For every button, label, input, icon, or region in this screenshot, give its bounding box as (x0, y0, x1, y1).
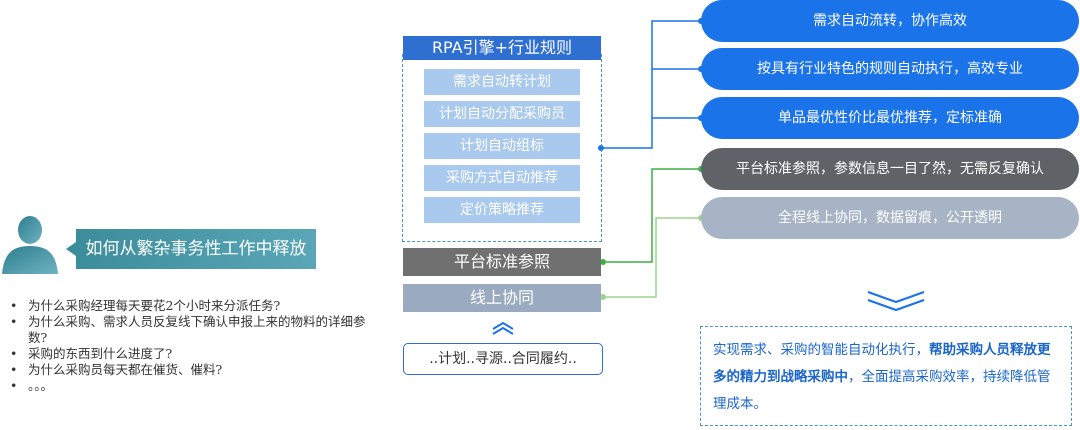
list-item: 。。。 (8, 378, 368, 394)
rpa-item: 采购方式自动推荐 (424, 165, 580, 191)
key-question: 如何从繁杂事务性工作中释放 (66, 229, 316, 269)
rpa-item: 计划自动分配采购员 (424, 101, 580, 127)
rpa-item: 需求自动转计划 (424, 69, 580, 95)
benefit-pill: 全程线上协同，数据留痕，公开透明 (701, 197, 1079, 239)
benefit-pill: 按具有行业特色的规则自动执行，高效专业 (701, 48, 1079, 90)
rpa-item: 定价策略推荐 (424, 197, 580, 223)
summary-text: 实现需求、采购的智能自动化执行， (713, 342, 929, 358)
list-item: 为什么采购、需求人员反复线下确认申报上来的物料的详细参数? (8, 314, 368, 346)
list-item: 为什么采购员每天都在催货、催料? (8, 362, 368, 378)
summary-box: 实现需求、采购的智能自动化执行，帮助采购人员释放更多的精力到战略采购中，全面提高… (700, 326, 1072, 426)
platform-standard-button: 平台标准参照 (403, 248, 601, 276)
summary-highlight: 帮助采购人员释放更多的精力到战略采购中 (713, 342, 1051, 385)
double-chevron-down-icon (867, 290, 925, 312)
list-item: 采购的东西到什么进度了? (8, 346, 368, 362)
user-silhouette-icon (2, 216, 58, 274)
online-collaboration-button: 线上协同 (403, 284, 601, 312)
list-item: 为什么采购经理每天要花2个小时来分派任务? (8, 298, 368, 314)
benefit-pill: 单品最优性价比最优推荐，定标准确 (701, 97, 1079, 139)
benefit-pill: 平台标准参照，参数信息一目了然，无需反复确认 (701, 148, 1079, 190)
procurement-process-box: ..计划..寻源..合同履约.. (403, 343, 603, 375)
summary-text: ，全面提高采购效率，持续降低管理成本。 (713, 369, 1051, 412)
benefit-pill: 需求自动流转，协作高效 (701, 0, 1079, 42)
rpa-item: 计划自动组标 (424, 133, 580, 159)
pain-point-list: 为什么采购经理每天要花2个小时来分派任务? 为什么采购、需求人员反复线下确认申报… (8, 298, 368, 394)
chevron-up-icon (492, 321, 514, 335)
rpa-engine-title: RPA引擎+行业规则 (403, 36, 601, 60)
